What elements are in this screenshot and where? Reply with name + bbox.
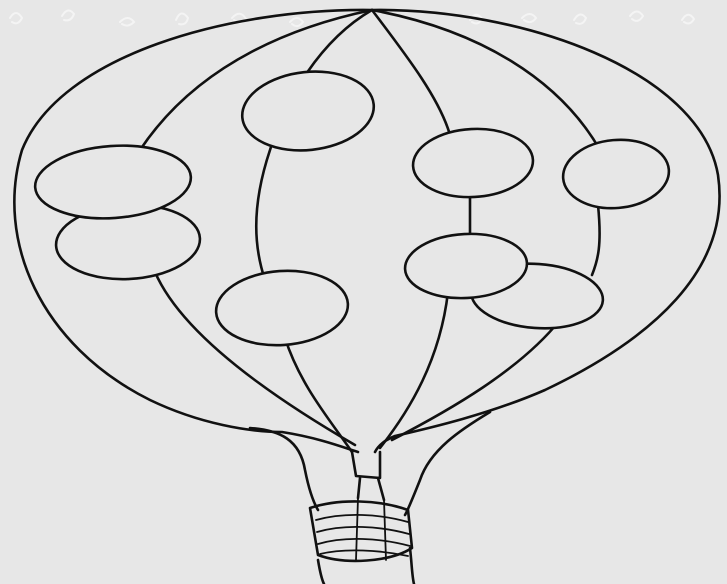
balloon-skirt xyxy=(250,412,490,515)
bubble-oval xyxy=(214,266,351,349)
bubble-group xyxy=(33,65,672,349)
bubble-oval xyxy=(560,136,672,213)
balloon-seams xyxy=(140,10,600,452)
balloon-basket xyxy=(310,478,414,584)
bubble-oval xyxy=(411,126,534,200)
bubble-oval xyxy=(238,65,377,156)
